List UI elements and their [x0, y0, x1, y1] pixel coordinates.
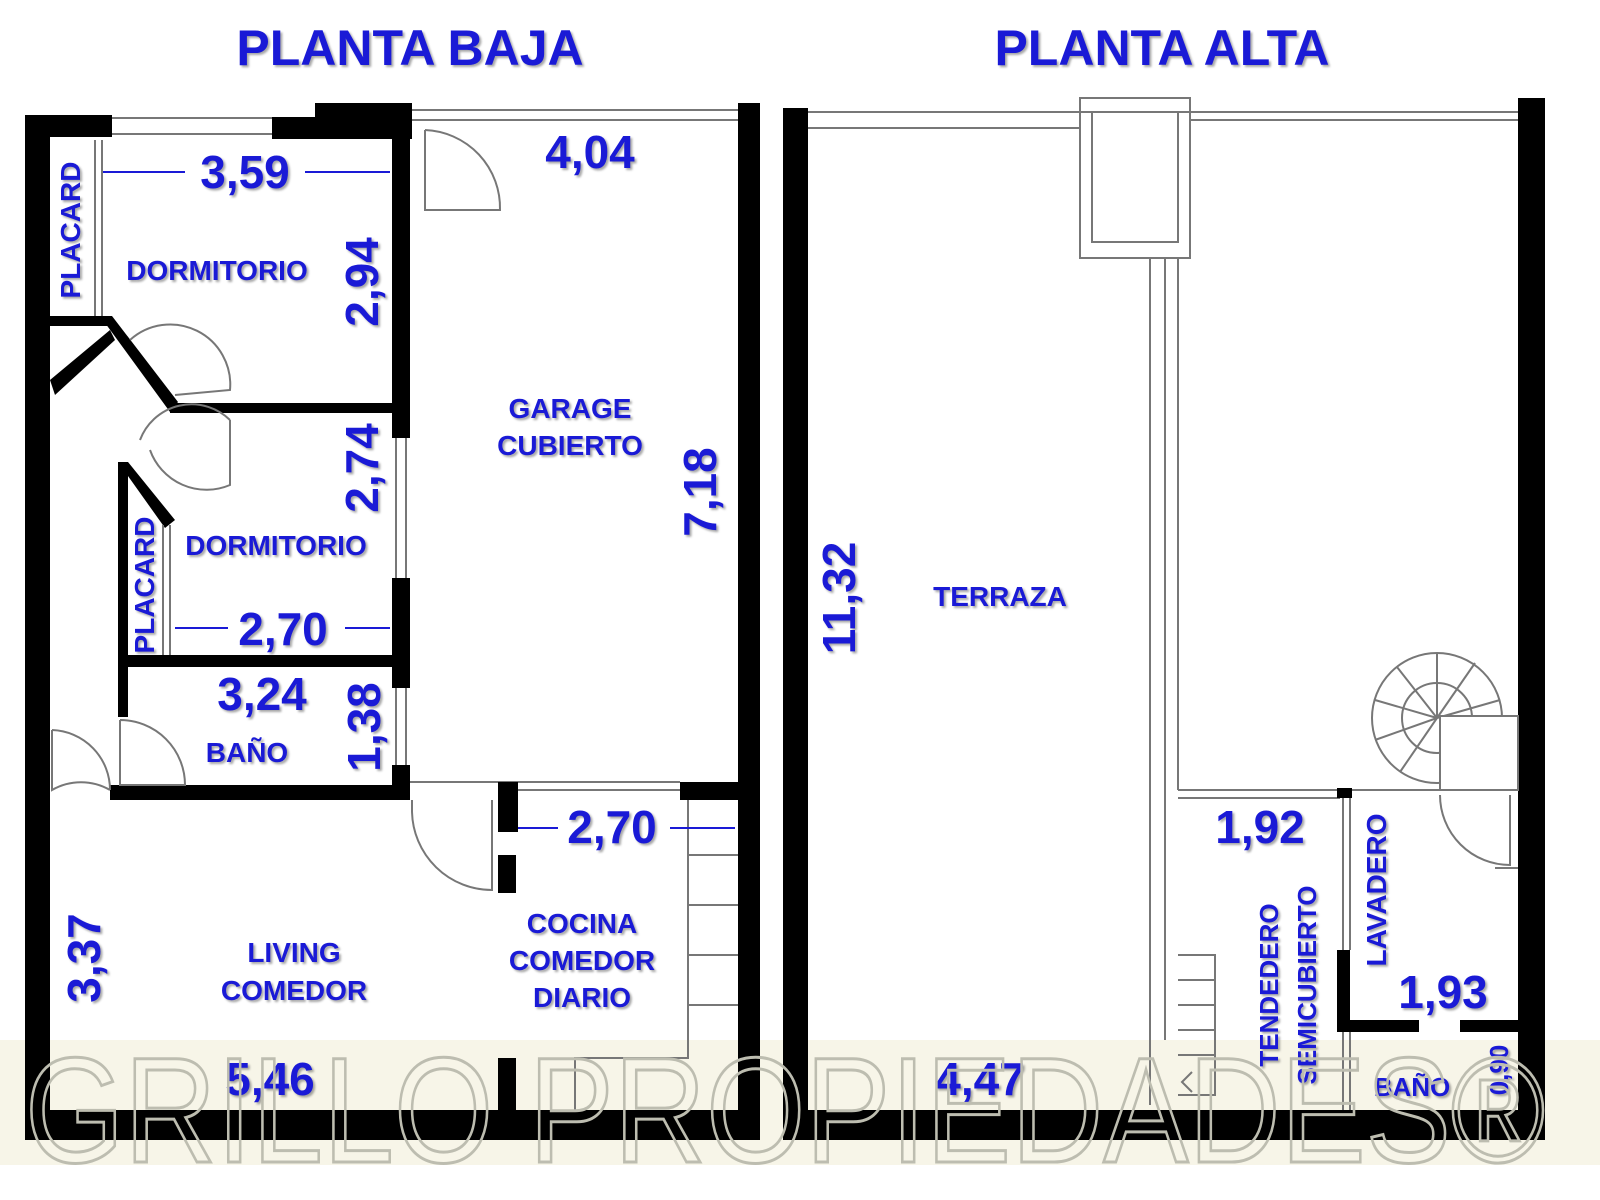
- laundry-width: 1,93: [1398, 966, 1488, 1018]
- closet-1-label: PLACARD: [55, 162, 86, 299]
- drying-width: 1,92: [1215, 801, 1305, 853]
- drying-label-line1: TENDEDERO: [1254, 903, 1284, 1066]
- watermark-logo: GRILLO PROPIEDADES®: [25, 1026, 1545, 1194]
- living-width: 5,46: [225, 1053, 315, 1105]
- drying-label-line2: SEMICUBIERTO: [1292, 886, 1322, 1085]
- living-label-line2: COMEDOR: [221, 975, 367, 1006]
- wall: [392, 103, 410, 438]
- living-depth: 3,37: [58, 913, 110, 1003]
- wall: [392, 578, 410, 688]
- garage-label-line1: GARAGE: [509, 393, 632, 424]
- closet-2-label: PLACARD: [129, 517, 160, 654]
- bedroom-1-label: DORMITORIO: [126, 255, 307, 286]
- terrace-depth: 11,32: [813, 542, 865, 655]
- bedroom-1-depth: 2,94: [336, 237, 388, 327]
- kitchen-label-line2: COMEDOR: [509, 945, 655, 976]
- kitchen-label-line1: COCINA: [527, 908, 637, 939]
- garage-width: 4,04: [545, 126, 635, 178]
- bedroom-2-width: 2,70: [238, 603, 328, 655]
- upper-bathroom-depth: 0,90: [1484, 1045, 1514, 1096]
- wall: [25, 1110, 760, 1140]
- bedroom-1-width: 3,59: [200, 146, 290, 198]
- laundry-label: LAVADERO: [1361, 814, 1392, 967]
- bathroom-depth: 1,38: [338, 682, 390, 772]
- ground-floor-title: PLANTA BAJA: [236, 20, 583, 76]
- garage-label-line2: CUBIERTO: [497, 430, 643, 461]
- kitchen-width: 2,70: [567, 801, 657, 853]
- terrace-label: TERRAZA: [933, 581, 1067, 612]
- bathroom-label: BAÑO: [206, 737, 288, 768]
- spiral-staircase-icon: [1371, 652, 1519, 869]
- garage-depth: 7,18: [674, 447, 726, 537]
- wall: [315, 103, 412, 123]
- upper-bathroom-label: BAÑO: [1374, 1072, 1451, 1102]
- terrace-width: 4,47: [935, 1053, 1025, 1105]
- bedroom-2-depth: 2,74: [336, 423, 388, 513]
- upper-floor-title: PLANTA ALTA: [994, 20, 1329, 76]
- bathroom-width: 3,24: [217, 668, 307, 720]
- kitchen-label-line3: DIARIO: [533, 982, 631, 1013]
- wall: [25, 115, 50, 1140]
- ground-floor-plan: [25, 103, 760, 1140]
- living-label-line1: LIVING: [247, 937, 340, 968]
- wall: [738, 103, 760, 1140]
- bedroom-2-label: DORMITORIO: [185, 530, 366, 561]
- upper-floor-plan: [783, 97, 1545, 1140]
